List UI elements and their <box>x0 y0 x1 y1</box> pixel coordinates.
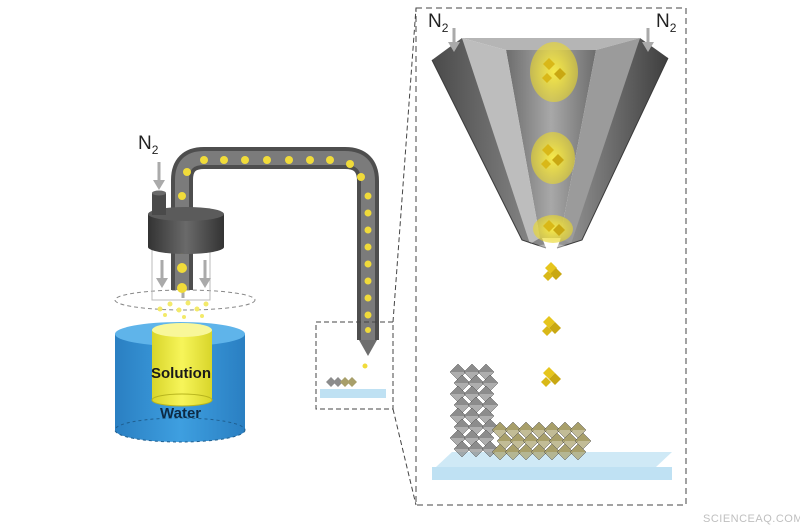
small-crystals <box>326 377 357 387</box>
crystal <box>477 429 495 447</box>
crystal-stack <box>449 363 592 461</box>
falling-crystal-cluster <box>543 262 562 281</box>
arrow-down-icon <box>153 162 165 190</box>
zoom-panel <box>415 7 687 506</box>
droplet <box>531 132 575 184</box>
droplet <box>533 215 573 243</box>
falling-crystal-cluster <box>542 316 561 336</box>
arrow-down-icon <box>448 28 460 52</box>
mist-droplets <box>157 300 209 319</box>
zoom-source-box <box>315 321 394 410</box>
substrate <box>436 452 672 467</box>
solution-label: Solution <box>151 365 211 382</box>
coaxial-nozzle <box>431 38 669 249</box>
crystal <box>569 443 587 461</box>
watermark: SCIENCEAQ.COM <box>703 513 800 525</box>
zoom-connector-bottom <box>392 408 417 506</box>
n2-label-left: N2 <box>138 133 159 157</box>
nebulizer-cap <box>148 190 224 254</box>
substrate-front <box>432 467 672 480</box>
crystal <box>477 363 495 381</box>
water-label: Water <box>160 405 202 422</box>
mist-region <box>114 289 256 311</box>
zoom-connector-top <box>392 7 417 323</box>
small-substrate <box>320 389 386 398</box>
n2-label-panel-right: N2 <box>656 11 677 35</box>
crystal <box>569 421 587 439</box>
crystal <box>477 385 495 403</box>
falling-crystal-cluster <box>541 367 561 387</box>
arrow-down-icon <box>642 28 654 52</box>
crystal <box>477 407 495 425</box>
droplet <box>530 42 578 102</box>
solution-container <box>151 323 213 407</box>
arrow-down-icon <box>156 260 211 288</box>
n2-label-panel-left: N2 <box>428 11 449 35</box>
